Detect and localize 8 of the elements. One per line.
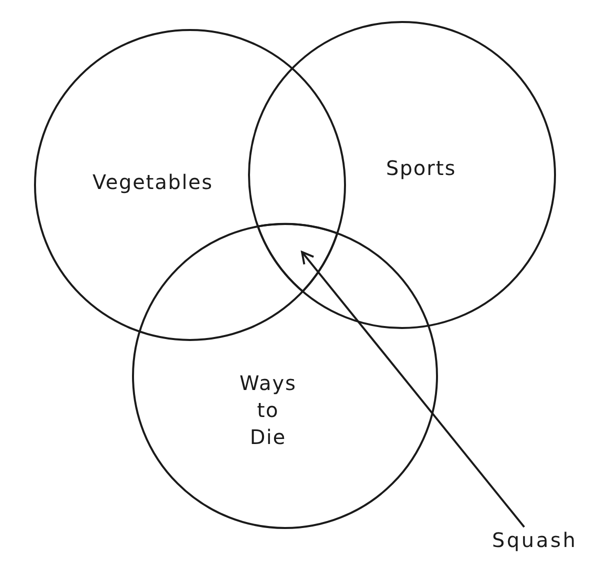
set-circle [132,223,438,529]
set-label: Ways to Die [238,370,298,450]
set-circle [248,21,556,329]
leader-arrow [301,251,525,528]
callout-text: Squash [492,527,578,553]
set-label: Sports [386,154,456,182]
set-label: Vegetables [92,168,214,196]
set-circle [34,29,346,341]
